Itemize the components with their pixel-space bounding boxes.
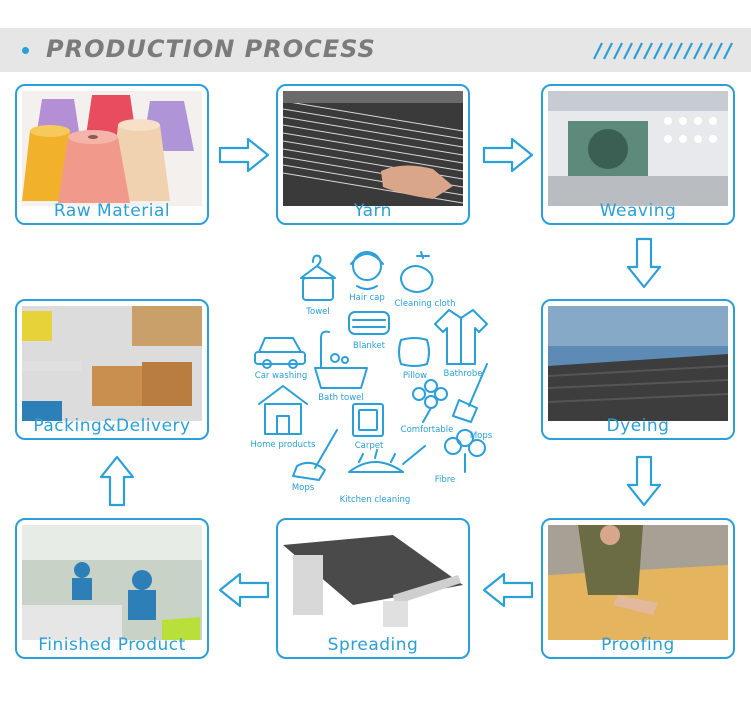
- step-label: Raw Material: [53, 201, 171, 221]
- fibre-icon: [444, 429, 486, 473]
- arrow-down-icon: [626, 237, 662, 289]
- product-label: Kitchen cleaning: [340, 495, 411, 505]
- proofing-photo: [548, 525, 728, 640]
- hair-cap-icon: [350, 251, 384, 290]
- product-label: Cleaning cloth: [395, 299, 456, 309]
- page-title: PRODUCTION PROCESS: [46, 35, 376, 63]
- product-label: Mops: [292, 483, 315, 493]
- mops-icon: [292, 429, 338, 481]
- carpet-icon: [352, 403, 384, 437]
- mops-icon: [452, 363, 488, 423]
- step-proofing: Proofing: [541, 518, 735, 659]
- arrow-down-icon: [626, 455, 662, 507]
- home-products-icon: [258, 385, 308, 435]
- arrow-right-icon: [218, 137, 270, 173]
- step-finished-product: Finished Product: [15, 518, 209, 659]
- packing-boxes-photo: [22, 306, 202, 421]
- car-washing-icon: [254, 337, 306, 369]
- knitting-machine-photo: [548, 91, 728, 206]
- stripes-decoration-icon: [593, 42, 733, 60]
- cleaning-cloth-icon: [400, 251, 434, 293]
- product-label: Hair cap: [349, 293, 384, 303]
- bath-towel-icon: [314, 330, 368, 389]
- product-label: Towel: [305, 307, 330, 317]
- arrow-up-icon: [99, 455, 135, 507]
- step-label: Proofing: [601, 635, 675, 655]
- product-label: Bath towel: [318, 393, 364, 403]
- yarn-cones-photo: [22, 91, 202, 206]
- comfortable-icon: [412, 379, 448, 423]
- product-label: Home products: [251, 440, 316, 450]
- product-icons-hub: Towel Hair cap Cleaning cloth Blanket Ca…: [251, 251, 493, 505]
- product-label: Comfortable: [401, 425, 454, 435]
- step-label: Finished Product: [38, 635, 186, 655]
- bathrobe-icon: [434, 309, 488, 365]
- step-label: Weaving: [599, 201, 677, 221]
- product-label: Blanket: [353, 341, 386, 351]
- step-dyeing: Dyeing: [541, 299, 735, 440]
- arrow-left-icon: [482, 572, 534, 608]
- step-spreading: Spreading: [276, 518, 470, 659]
- towel-icon: [300, 254, 336, 301]
- product-label: Mops: [470, 431, 493, 441]
- blanket-icon: [348, 311, 390, 335]
- product-label: Fibre: [435, 475, 456, 485]
- product-label: Bathrobe: [444, 369, 483, 379]
- product-label: Car washing: [255, 371, 307, 381]
- step-label: Yarn: [354, 201, 392, 221]
- yarn-loom-photo: [283, 91, 463, 206]
- step-packing-delivery: Packing&Delivery: [15, 299, 209, 440]
- bullet-dot-icon: [22, 47, 29, 54]
- product-label: Carpet: [355, 441, 384, 451]
- step-yarn: Yarn: [276, 84, 470, 225]
- spreading-machine-photo: [283, 525, 463, 640]
- step-label: Packing&Delivery: [33, 416, 191, 436]
- section-header: PRODUCTION PROCESS: [0, 28, 751, 72]
- dyeing-machine-photo: [548, 306, 728, 421]
- product-label: Pillow: [403, 371, 427, 381]
- kitchen-cleaning-icon: [348, 445, 426, 473]
- step-label: Dyeing: [606, 416, 670, 436]
- step-raw-material: Raw Material: [15, 84, 209, 225]
- arrow-right-icon: [482, 137, 534, 173]
- arrow-left-icon: [218, 572, 270, 608]
- sewing-workshop-photo: [22, 525, 202, 640]
- step-weaving: Weaving: [541, 84, 735, 225]
- pillow-icon: [398, 337, 430, 367]
- step-label: Spreading: [327, 635, 419, 655]
